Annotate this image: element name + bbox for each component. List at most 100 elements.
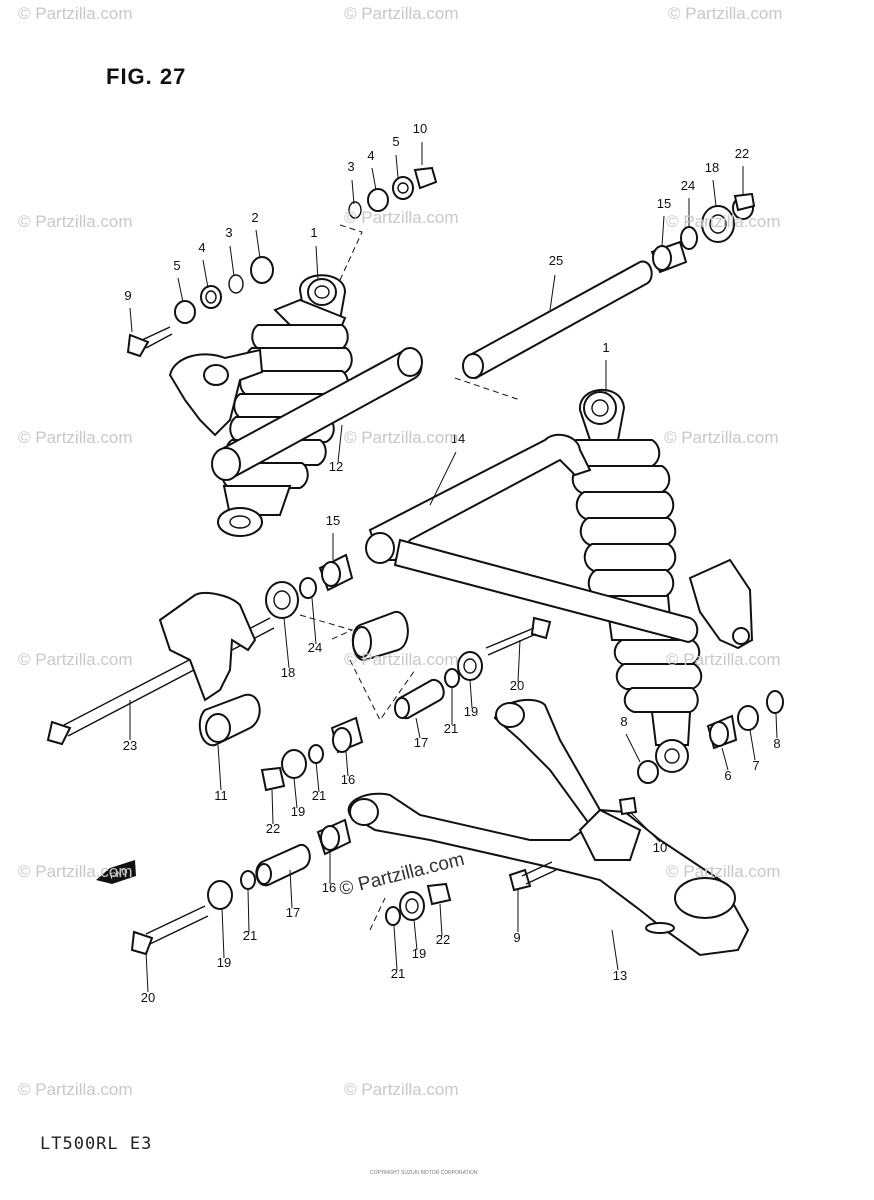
callout-35: 8: [773, 736, 780, 751]
lower-left-hardware: [130, 818, 352, 956]
watermark-wm-10: © Partzilla.com: [18, 650, 133, 669]
callout-16: 12: [329, 459, 343, 474]
leader-line-2: [395, 154, 399, 179]
callout-18: 14: [451, 431, 465, 446]
callout-13: 24: [681, 178, 695, 193]
callout-2: 5: [392, 134, 399, 149]
callout-36: 10: [653, 840, 667, 855]
callout-44: 19: [412, 946, 426, 961]
callout-10: 9: [124, 288, 131, 303]
leader-line-41: [145, 951, 149, 993]
callout-40: 19: [217, 955, 231, 970]
leader-line-10: [129, 307, 133, 333]
leader-line-18: [429, 451, 457, 506]
leader-line-15: [549, 274, 556, 311]
pipe-25: [462, 260, 653, 380]
callout-numbers: 1054332154922182415251211415182423112021…: [123, 121, 781, 1005]
callout-28: 21: [312, 788, 326, 803]
callout-14: 15: [657, 196, 671, 211]
leader-line-44: [413, 919, 418, 951]
callout-45: 22: [436, 932, 450, 947]
leader-line-12: [712, 179, 717, 207]
callout-25: 21: [444, 721, 458, 736]
callout-23: 11: [214, 788, 228, 803]
top-left-hardware: [126, 166, 438, 358]
leader-line-33: [721, 747, 729, 771]
callout-33: 6: [724, 768, 731, 783]
pipe-12: [211, 347, 423, 481]
callout-32: 8: [620, 714, 627, 729]
leader-line-43: [393, 925, 398, 971]
model-code: LT500RL E3: [40, 1134, 153, 1154]
callout-19: 15: [326, 513, 340, 528]
callout-11: 22: [735, 146, 749, 161]
callout-8: 5: [173, 258, 180, 273]
watermark-wm-15: © Partzilla.com: [18, 1080, 133, 1099]
leader-line-24: [517, 639, 521, 683]
callout-15: 25: [549, 253, 563, 268]
callout-30: 19: [291, 804, 305, 819]
callout-22: 23: [123, 738, 137, 753]
callout-3: 4: [367, 148, 374, 163]
leader-line-14: [661, 215, 665, 247]
leader-line-27: [415, 717, 421, 739]
leader-line-9: [202, 259, 209, 289]
watermark-wm-14: © Partzilla.com: [666, 862, 781, 881]
callout-21: 24: [308, 640, 322, 655]
leader-line-20: [283, 617, 290, 669]
watermark-wm-13: © Partzilla.com: [18, 862, 133, 881]
callout-1: 10: [413, 121, 427, 136]
watermark-wm-12: © Partzilla.com: [666, 650, 781, 669]
leader-line-34: [749, 729, 756, 761]
leader-line-32: [625, 733, 641, 763]
watermark-wm-6: © Partzilla.com: [666, 212, 781, 231]
callout-29: 16: [341, 772, 355, 787]
callout-27: 17: [414, 735, 428, 750]
left-upper-bracket: [168, 348, 264, 437]
watermark-wm-16: © Partzilla.com: [344, 1080, 459, 1099]
watermark-wm-5: © Partzilla.com: [344, 208, 459, 227]
leader-line-7: [315, 245, 319, 281]
leader-line-35: [775, 713, 778, 739]
leader-line-39: [247, 889, 250, 933]
leader-line-16: [337, 424, 343, 463]
watermark-wm-9: © Partzilla.com: [664, 428, 779, 447]
leader-line-38: [289, 869, 293, 909]
callout-41: 20: [141, 990, 155, 1005]
callout-46: 13: [613, 968, 627, 983]
callout-31: 22: [266, 821, 280, 836]
callout-9: 4: [198, 240, 205, 255]
watermark-wm-11: © Partzilla.com: [344, 650, 459, 669]
watermark-wm-4: © Partzilla.com: [18, 212, 133, 231]
leader-line-45: [439, 903, 443, 937]
leader-line-4: [351, 179, 355, 205]
callout-4: 3: [347, 159, 354, 174]
callout-12: 18: [705, 160, 719, 175]
leader-line-28: [315, 761, 320, 793]
fwd-arrow: FWD: [96, 860, 136, 884]
callout-37: 16: [322, 880, 336, 895]
lower-center-hardware: [369, 882, 452, 931]
callout-7: 1: [310, 225, 317, 240]
leader-lines: [129, 142, 778, 993]
callout-34: 7: [752, 758, 759, 773]
leader-line-26: [469, 679, 473, 709]
figure-title: FIG. 27: [106, 64, 187, 89]
copyright-footer: COPYRIGHT SUZUKI MOTOR CORPORATION: [370, 1170, 478, 1176]
watermark-wm-1: © Partzilla.com: [18, 4, 133, 23]
callout-6: 2: [251, 210, 258, 225]
right-bushings: [637, 690, 784, 784]
callout-42: 9: [513, 930, 520, 945]
leader-line-29: [345, 751, 349, 777]
collar-and-pin: [351, 611, 552, 720]
callout-24: 20: [510, 678, 524, 693]
leader-line-31: [271, 789, 274, 825]
callout-38: 17: [286, 905, 300, 920]
callout-5: 3: [225, 225, 232, 240]
watermark-wm-8: © Partzilla.com: [344, 428, 459, 447]
leader-line-23: [217, 744, 222, 791]
callout-39: 21: [243, 928, 257, 943]
leader-line-8: [177, 277, 184, 303]
leader-line-46: [611, 929, 619, 971]
watermark-wm-3: © Partzilla.com: [668, 4, 783, 23]
